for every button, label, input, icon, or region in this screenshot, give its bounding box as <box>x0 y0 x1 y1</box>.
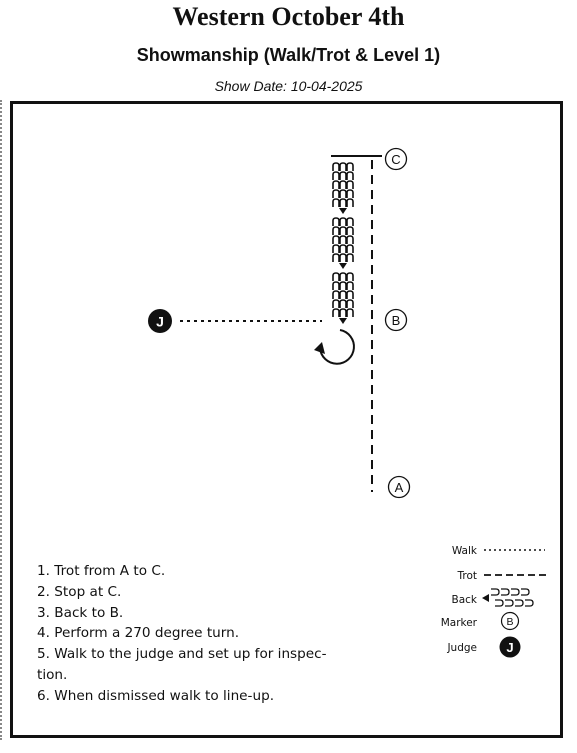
legend-marker-symbol-label: B <box>506 616 513 628</box>
turn-arrow-icon <box>314 342 325 354</box>
legend-marker-label: Marker <box>441 617 478 629</box>
back-arrow-icon <box>339 208 347 214</box>
judge-marker-label: J <box>156 314 164 330</box>
marker-b-label: B <box>392 313 401 328</box>
arena-frame <box>10 101 563 738</box>
marker-c-label: C <box>391 152 400 167</box>
instruction-step: 2. Stop at C. <box>37 583 122 600</box>
legend-judge-symbol <box>499 636 521 658</box>
legend-judge-label: Judge <box>446 642 477 654</box>
pattern-title: Western October 4th <box>172 2 405 31</box>
judge-marker <box>148 309 172 333</box>
marker-b <box>384 308 408 332</box>
class-subtitle: Showmanship (Walk/Trot & Level 1) <box>136 45 441 65</box>
instruction-step: 1. Trot from A to C. <box>37 563 166 579</box>
legend-marker-symbol <box>500 611 520 631</box>
pattern-instructions: 1. Trot from A to C. 2. Stop at C. 3. Ba… <box>37 561 347 707</box>
back-arrow-icon <box>339 263 347 269</box>
legend-walk-label: Walk <box>452 545 478 557</box>
instruction-step: 5. Walk to the judge and set up for insp… <box>37 646 327 663</box>
instruction-step: 4. Perform a 270 degree turn. <box>37 625 240 642</box>
marker-a-label: A <box>395 480 404 495</box>
instruction-step: 3. Back to B. <box>37 604 124 621</box>
show-date: Show Date: 10-04-2025 <box>214 78 363 94</box>
legend-trot-label: Trot <box>457 570 478 582</box>
turn-270-arc <box>319 329 355 365</box>
legend-back-label: Back <box>452 594 478 606</box>
legend-judge-symbol-label: J <box>506 640 513 655</box>
back-arrow-icon <box>339 318 347 324</box>
page-edge-perforation <box>0 100 5 740</box>
marker-a <box>387 475 411 499</box>
instruction-step: tion. <box>37 666 68 683</box>
instruction-step: 6. When dismissed walk to line-up. <box>37 687 275 704</box>
marker-c <box>384 147 408 171</box>
legend-back-symbol <box>482 588 534 607</box>
